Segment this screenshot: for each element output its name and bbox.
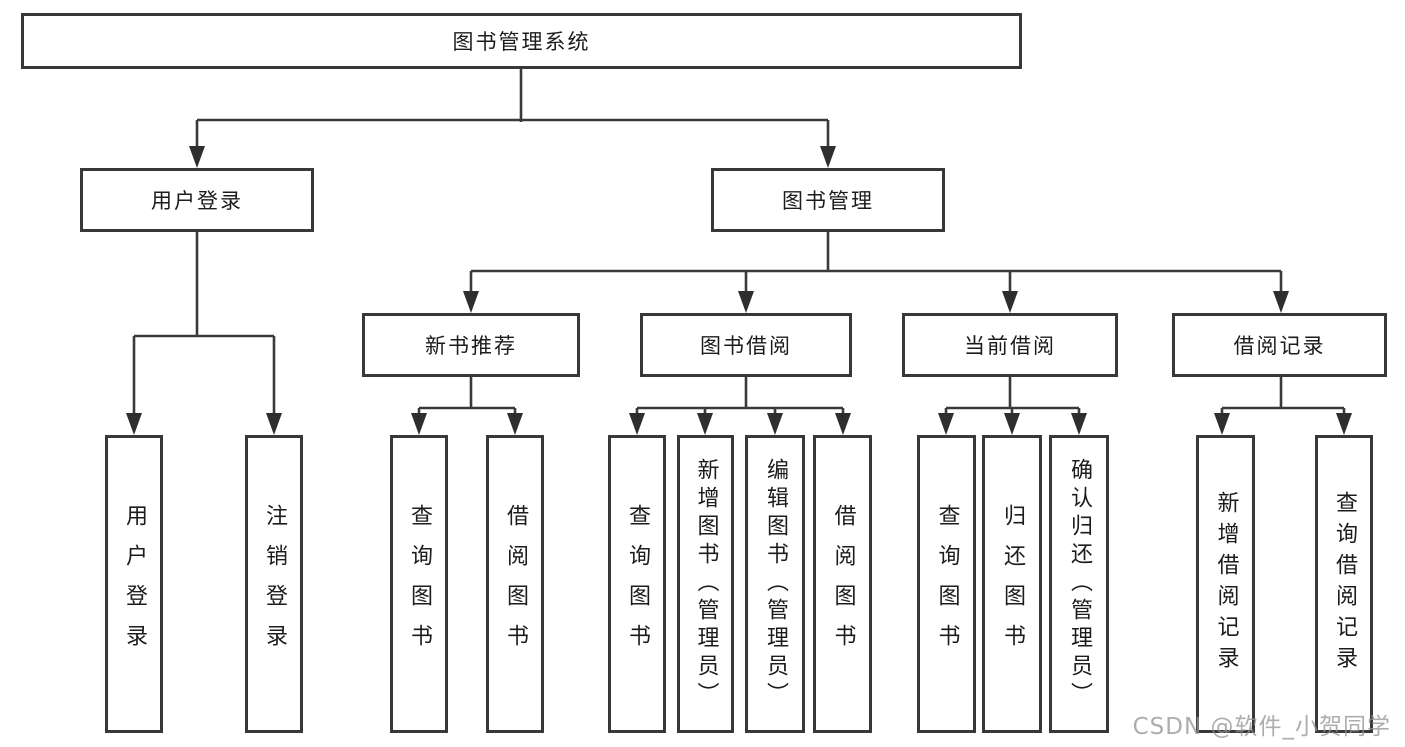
leaf-return-books: 归还图书 [982,435,1042,733]
leaf-query-borrow-record: 查询借阅记录 [1315,435,1373,733]
node-book-borrow: 图书借阅 [640,313,852,377]
node-book-management: 图书管理 [711,168,945,232]
watermark: CSDN @软件_小贺同学 [1132,714,1391,740]
node-new-book-recommend: 新书推荐 [362,313,580,377]
node-current-borrow: 当前借阅 [902,313,1118,377]
leaf-logout: 注销登录 [245,435,303,733]
leaf-edit-book-admin: 编辑图书（管理员） [745,435,805,733]
node-user-login: 用户登录 [80,168,314,232]
node-root: 图书管理系统 [21,13,1022,69]
leaf-add-borrow-record: 新增借阅记录 [1196,435,1255,733]
leaf-borrow-books-recommend: 借阅图书 [486,435,544,733]
leaf-query-books-borrow: 查询图书 [608,435,666,733]
leaf-user-login: 用户登录 [105,435,163,733]
leaf-query-books-recommend: 查询图书 [390,435,448,733]
leaf-confirm-return-admin: 确认归还（管理员） [1049,435,1109,733]
node-borrow-records: 借阅记录 [1172,313,1387,377]
leaf-add-book-admin: 新增图书（管理员） [677,435,734,733]
leaf-borrow-books: 借阅图书 [813,435,872,733]
leaf-query-books-current: 查询图书 [917,435,976,733]
